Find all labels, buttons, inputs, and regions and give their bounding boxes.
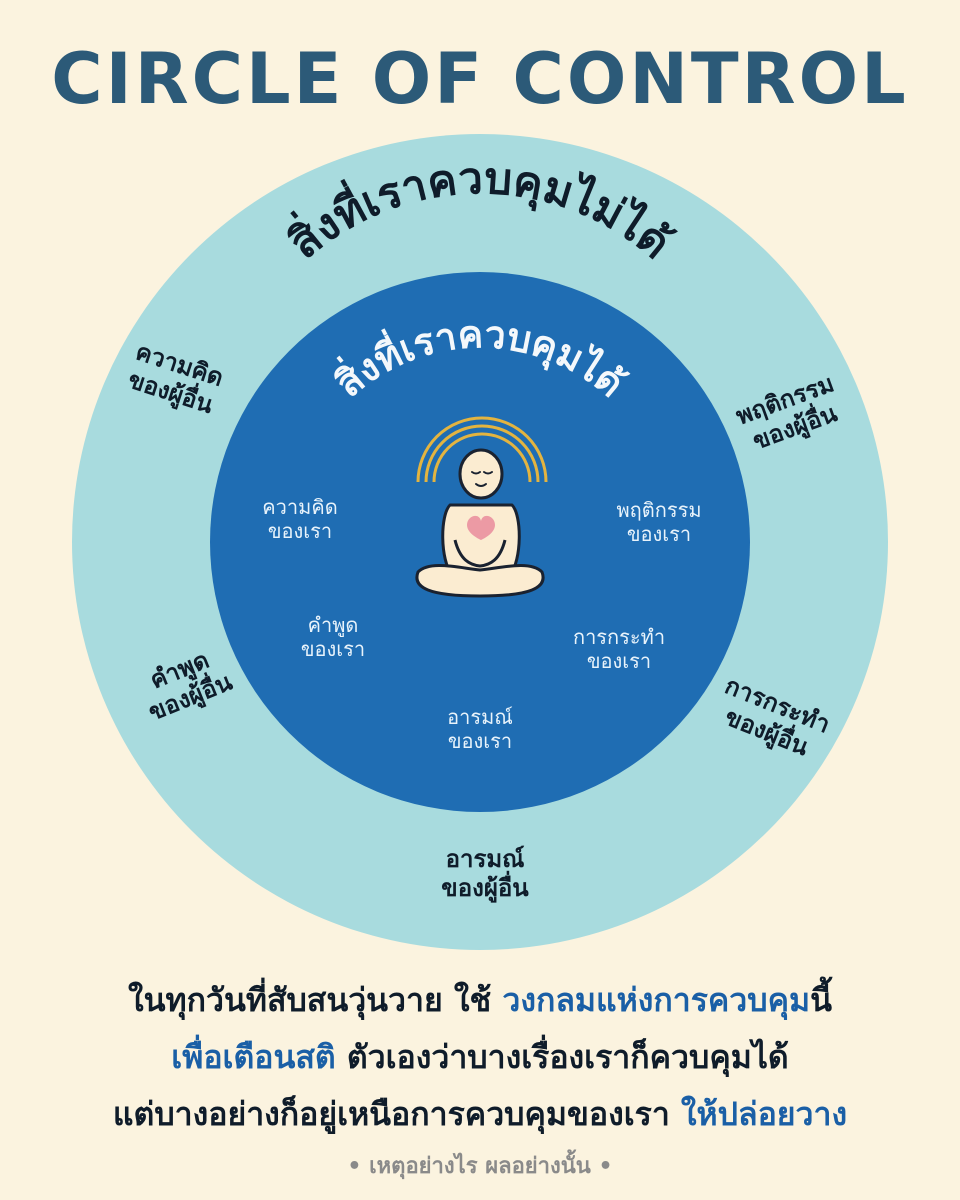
heart-icon	[467, 515, 495, 540]
highlight-mindfulness: เพื่อเตือนสติ	[171, 1038, 336, 1076]
page-title: CIRCLE OF CONTROL	[51, 38, 909, 120]
highlight-circle-of-control: วงกลมแห่งการควบคุม	[502, 981, 811, 1019]
inner-item-actions: การกระทำ ของเรา	[572, 625, 666, 673]
inner-item-speech: คำพูด ของเรา	[300, 613, 366, 661]
footer-line-1: ในทุกวันที่สับสนวุ่นวาย ใช้ วงกลมแห่งการ…	[128, 981, 832, 1019]
meditating-person-icon	[415, 416, 548, 598]
outer-item-emotions: อารมณ์ ของผู้อื่น	[441, 845, 529, 902]
credit-text: • เหตุอย่างไร ผลอย่างนั้น •	[347, 1154, 613, 1179]
inner-item-thoughts: ความคิด ของเรา	[262, 495, 338, 543]
inner-item-emotions: อารมณ์ ของเรา	[447, 705, 513, 753]
inner-item-behavior: พฤติกรรม ของเรา	[616, 498, 702, 546]
footer-line-3: แต่บางอย่างก็อยู่เหนือการควบคุมของเรา ให…	[112, 1095, 848, 1133]
highlight-let-go: ให้ปล่อยวาง	[680, 1095, 848, 1133]
footer-line-2: เพื่อเตือนสติ ตัวเองว่าบางเรื่องเราก็ควบ…	[171, 1038, 789, 1076]
